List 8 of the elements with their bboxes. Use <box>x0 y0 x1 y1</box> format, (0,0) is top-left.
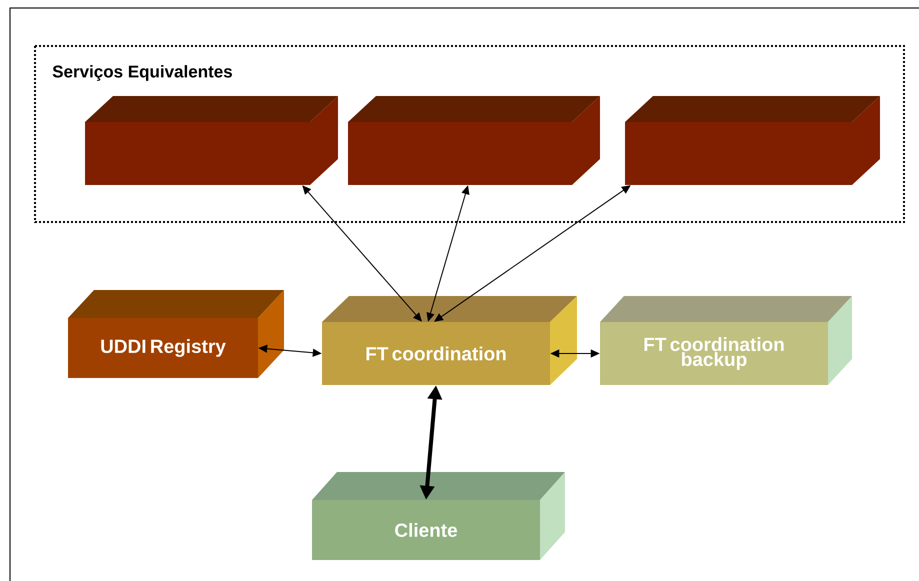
dotted-group-frame: Serviços Equivalentes <box>34 45 905 223</box>
block <box>625 96 880 185</box>
block: UDDI Registry <box>68 290 284 378</box>
block: FT coordination <box>322 296 577 385</box>
block <box>85 96 338 185</box>
block: FT coordination backup <box>600 296 852 385</box>
block: Cliente <box>312 472 565 560</box>
block <box>348 96 600 185</box>
